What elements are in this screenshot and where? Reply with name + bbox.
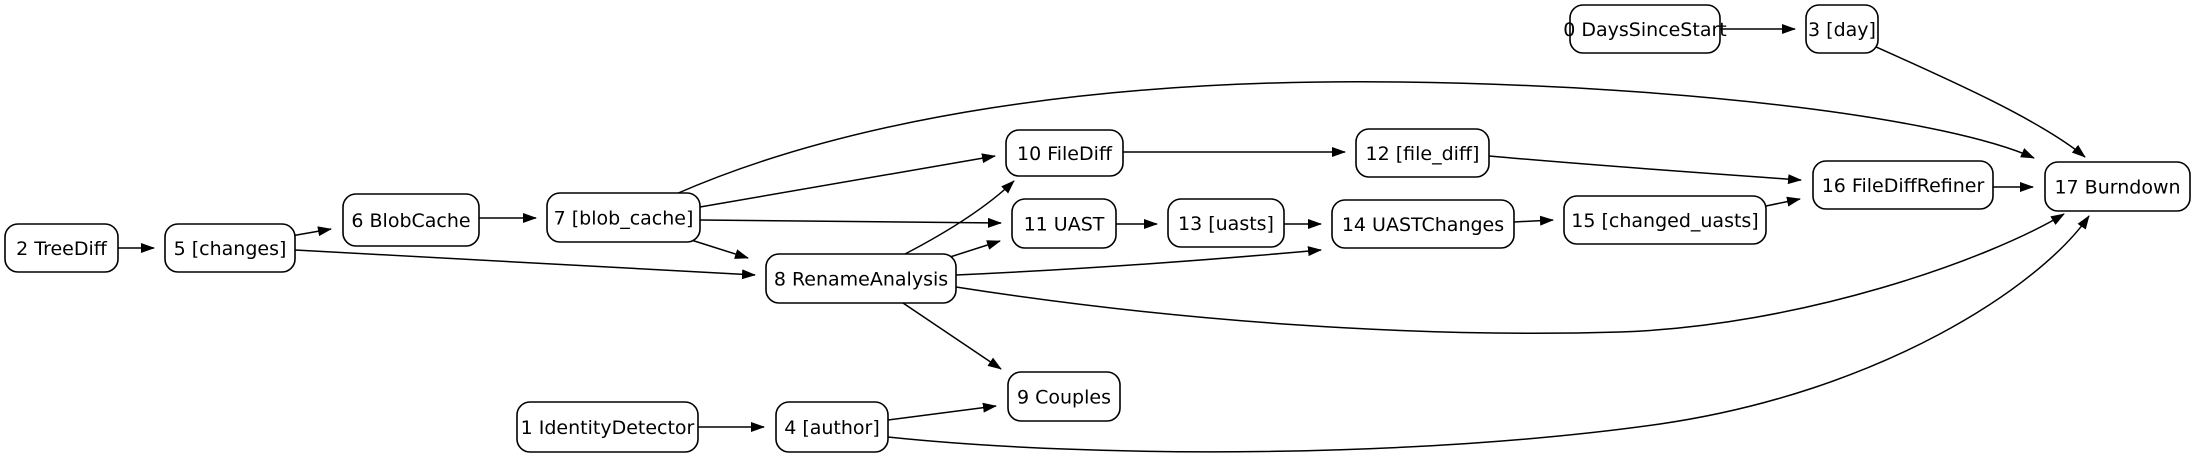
node-8-box [765, 253, 957, 304]
node-3: 3 [day] [1805, 4, 1879, 54]
node-14-box [1331, 199, 1515, 249]
node-8: 8 RenameAnalysis [765, 253, 957, 304]
edge-8-to-11 [949, 240, 1001, 258]
node-1-box [516, 401, 699, 453]
node-5-label: 5 [changes] [174, 238, 287, 260]
node-2-box [4, 223, 119, 273]
node-17-box [2044, 161, 2191, 212]
node-15-label: 15 [changed_uasts] [1571, 210, 1758, 232]
node-6: 6 BlobCache [342, 193, 480, 247]
node-14: 14 UASTChanges [1331, 199, 1515, 249]
node-12-label: 12 [file_diff] [1366, 143, 1480, 165]
node-0: 0 DaysSinceStart [1563, 4, 1727, 54]
node-17: 17 Burndown [2044, 161, 2191, 212]
node-9-label: 9 Couples [1017, 387, 1111, 409]
node-4: 4 [author] [775, 401, 889, 453]
node-3-box [1805, 4, 1879, 54]
edge-15-to-16 [1765, 196, 1801, 207]
edge-8-to-9 [902, 302, 1002, 370]
edge-3-to-17 [1873, 45, 2086, 158]
node-13-label: 13 [uasts] [1178, 213, 1274, 235]
edge-7-to-11 [699, 217, 1002, 228]
node-14-label: 14 UASTChanges [1342, 214, 1504, 236]
node-5: 5 [changes] [164, 223, 296, 273]
node-17-label: 17 Burndown [2054, 177, 2180, 199]
edges-layer [118, 24, 2090, 453]
edge-8-to-17 [955, 213, 2065, 334]
node-16-box [1812, 160, 1994, 210]
edge-4-to-17 [887, 215, 2090, 453]
node-7: 7 [blob_cache] [546, 192, 701, 243]
nodes-layer: 0 DaysSinceStart 1 IdentityDetector 2 Tree… [4, 4, 2191, 453]
edge-8-to-10 [904, 180, 1015, 255]
node-0-box [1569, 4, 1721, 54]
node-1: 1 IdentityDetector [516, 401, 699, 453]
node-1-label: 1 IdentityDetector [521, 417, 695, 439]
node-4-box [775, 401, 889, 453]
node-6-label: 6 BlobCache [351, 210, 470, 232]
edge-7-to-8 [687, 238, 749, 259]
node-10-label: 10 FileDiff [1017, 143, 1113, 165]
node-2: 2 TreeDiff [4, 223, 119, 273]
node-12: 12 [file_diff] [1355, 128, 1490, 178]
node-2-label: 2 TreeDiff [16, 238, 108, 260]
node-9-box [1007, 371, 1121, 422]
node-11-label: 11 UAST [1024, 214, 1105, 236]
node-16-label: 16 FileDiffRefiner [1822, 175, 1985, 197]
edge-4-to-9 [887, 402, 997, 421]
node-5-box [164, 223, 296, 273]
node-16: 16 FileDiffRefiner [1812, 160, 1994, 210]
node-7-label: 7 [blob_cache] [554, 208, 694, 230]
node-9: 9 Couples [1007, 371, 1121, 422]
node-3-label: 3 [day] [1808, 19, 1876, 41]
edge-8-to-14 [955, 246, 1322, 276]
edge-12-to-16 [1488, 155, 1802, 185]
node-12-box [1355, 128, 1490, 178]
node-10-box [1005, 129, 1124, 177]
edge-7-to-17 [675, 80, 2035, 195]
node-4-label: 4 [author] [784, 417, 880, 439]
node-7-box [546, 192, 701, 243]
node-13-box [1167, 198, 1285, 248]
node-15-box [1563, 195, 1767, 245]
node-8-label: 8 RenameAnalysis [774, 269, 948, 291]
node-13: 13 [uasts] [1167, 198, 1285, 248]
edge-5-to-8 [294, 249, 756, 280]
node-15: 15 [changed_uasts] [1563, 195, 1767, 245]
node-6-box [342, 193, 480, 247]
node-0-label: 0 DaysSinceStart [1563, 19, 1726, 41]
node-11: 11 UAST [1011, 198, 1117, 249]
edge-14-to-15 [1513, 215, 1554, 226]
node-11-box [1011, 198, 1117, 249]
edge-7-to-10 [699, 153, 996, 208]
node-10: 10 FileDiff [1005, 129, 1124, 177]
edge-5-to-6 [290, 226, 332, 237]
